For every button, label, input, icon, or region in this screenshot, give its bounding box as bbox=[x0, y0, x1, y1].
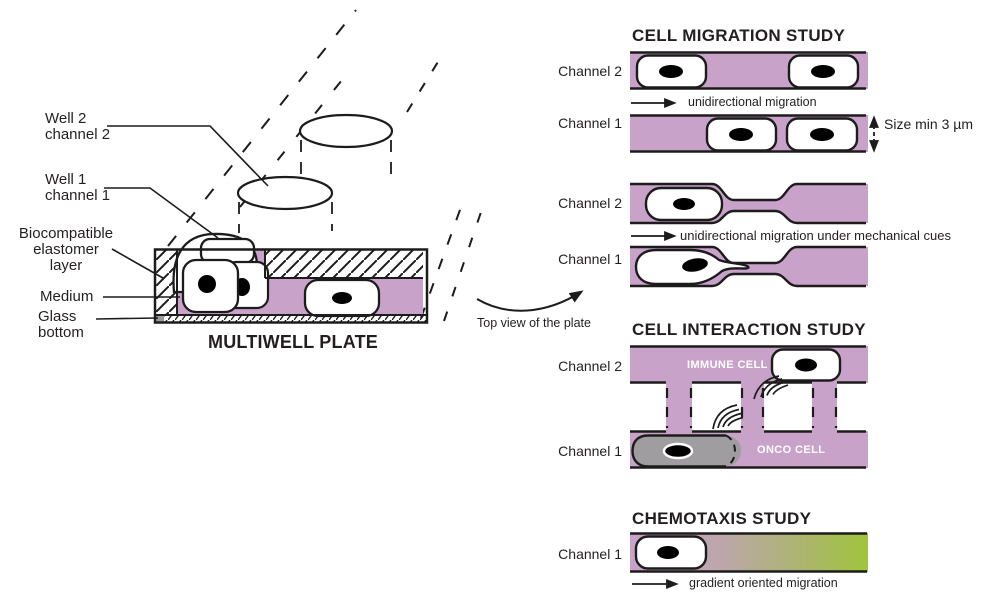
channel-label: Channel 1 bbox=[558, 115, 622, 131]
well-cylinder-upper bbox=[298, 113, 394, 176]
nucleus bbox=[198, 275, 216, 293]
nucleus bbox=[810, 128, 834, 141]
chemotaxis-caption: gradient oriented migration bbox=[689, 576, 838, 590]
channel-label: Channel 1 bbox=[558, 443, 622, 459]
connecting-channel bbox=[666, 382, 692, 432]
well1-label-line1: Well 1 bbox=[45, 171, 87, 188]
medium-label: Medium bbox=[40, 288, 94, 305]
elastomer-left-column bbox=[156, 250, 177, 316]
top-view-caption: Top view of the plate bbox=[477, 316, 591, 330]
well1-label-line2: channel 1 bbox=[45, 187, 111, 204]
leader-lines bbox=[95, 125, 269, 320]
nucleus bbox=[673, 198, 695, 210]
migration-study-drawing bbox=[630, 51, 879, 288]
glass-bottom-label: Glass bottom bbox=[38, 309, 84, 341]
migration-study-title: CELL MIGRATION STUDY bbox=[632, 26, 846, 45]
onco-cell-dashed-edge bbox=[725, 434, 736, 468]
nucleus bbox=[811, 65, 835, 78]
nucleus bbox=[682, 258, 708, 272]
glass-label-line2: bottom bbox=[38, 324, 84, 341]
chemotaxis-study-title: CHEMOTAXIS STUDY bbox=[632, 509, 812, 528]
well-cylinder-lower bbox=[236, 175, 334, 233]
well2-label-line2: channel 2 bbox=[45, 126, 111, 143]
connecting-channel bbox=[741, 382, 764, 432]
well1-label: Well 1 channel 1 bbox=[45, 172, 110, 204]
multiwell-plate-drawing bbox=[95, 9, 584, 324]
glass-bottom-layer bbox=[156, 315, 427, 323]
migration-caption-2: unidirectional migration under mechanica… bbox=[680, 228, 951, 243]
immune-cell-label: IMMUNE CELL bbox=[687, 359, 768, 371]
channel-label: Channel 2 bbox=[558, 358, 622, 374]
nucleus bbox=[659, 65, 683, 78]
elastomer-label-line3: layer bbox=[49, 257, 83, 274]
migration-caption-1: unidirectional migration bbox=[688, 95, 817, 109]
nucleus bbox=[795, 358, 817, 372]
chemotaxis-study-drawing bbox=[630, 532, 868, 589]
plate-outline bbox=[153, 248, 429, 324]
channel-label: Channel 1 bbox=[558, 251, 622, 267]
nucleus bbox=[332, 292, 352, 304]
glass-corner bbox=[156, 316, 164, 322]
size-note: Size min 3 µm bbox=[884, 116, 973, 132]
interaction-study-drawing bbox=[630, 345, 868, 469]
projection-dashed-lines bbox=[167, 9, 482, 322]
channel-label: Channel 2 bbox=[558, 63, 622, 79]
connecting-channel bbox=[812, 382, 837, 432]
elastomer-label-line2: elastomer bbox=[33, 241, 99, 258]
plate-title: MULTIWELL PLATE bbox=[208, 332, 378, 352]
signal-waves bbox=[753, 375, 789, 400]
elastomer-label-line1: Biocompatible bbox=[18, 225, 114, 242]
interaction-study-title: CELL INTERACTION STUDY bbox=[632, 320, 866, 339]
pillar-dashed-edges bbox=[665, 388, 838, 428]
nucleus bbox=[657, 546, 679, 559]
elastomer-top-block bbox=[265, 250, 423, 278]
signal-waves bbox=[712, 404, 744, 430]
onco-cell-label: ONCO CELL bbox=[757, 444, 826, 456]
glass-label-line1: Glass bbox=[38, 308, 77, 325]
elastomer-label: Biocompatible elastomer layer bbox=[10, 226, 122, 274]
nucleus bbox=[729, 128, 753, 141]
well2-label: Well 2 channel 2 bbox=[45, 111, 110, 143]
well2-label-line1: Well 2 bbox=[45, 110, 87, 127]
channel-label: Channel 1 bbox=[558, 546, 622, 562]
nucleus bbox=[662, 442, 694, 460]
top-view-arrow bbox=[476, 290, 584, 312]
channel-label: Channel 2 bbox=[558, 195, 622, 211]
